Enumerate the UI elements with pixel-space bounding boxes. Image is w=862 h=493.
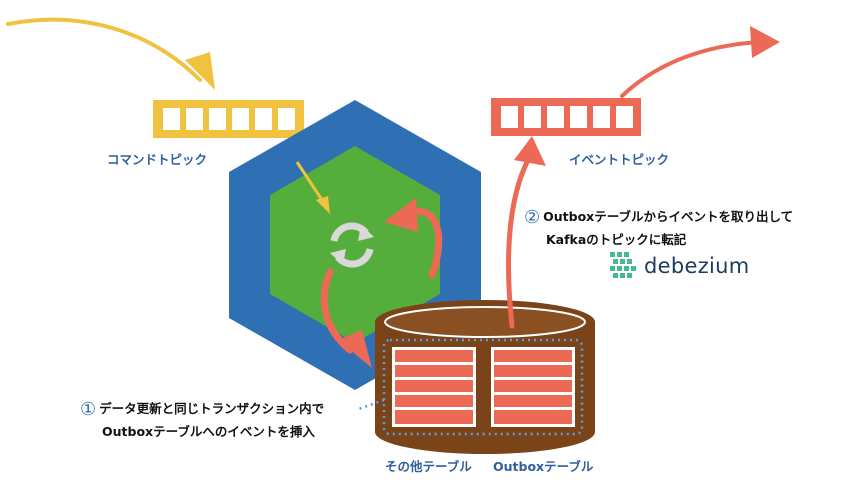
outbox-table xyxy=(491,347,575,427)
step1-connector xyxy=(355,398,385,412)
event-topic-label: イベントトピック xyxy=(569,152,670,167)
other-table xyxy=(392,347,476,427)
step2-number: ② xyxy=(524,207,541,228)
outbox-to-topic-arrow xyxy=(506,157,531,329)
debezium-logo-text: debezium xyxy=(644,254,750,278)
db-to-service-arrow xyxy=(406,207,443,279)
incoming-command-arrow xyxy=(6,17,202,82)
incoming-command-arrowhead xyxy=(185,52,215,90)
outbox-to-topic-arrowhead xyxy=(514,136,546,166)
outgoing-event-arrowhead xyxy=(750,26,780,58)
db-to-service-arrowhead xyxy=(384,198,418,232)
outbox-table-label: Outboxテーブル xyxy=(493,459,594,474)
other-tables-label: その他テーブル xyxy=(385,459,472,474)
step2-line2: Kafkaのトピックに転記 xyxy=(546,232,687,247)
step1-line1: データ更新と同じトランザクション内で xyxy=(99,401,325,416)
service-to-db-arrowhead xyxy=(338,330,372,368)
sync-icon xyxy=(330,222,374,268)
outgoing-event-arrow xyxy=(620,40,762,98)
event-topic-queue xyxy=(491,98,641,136)
step2-line1: Outboxテーブルからイベントを取り出して xyxy=(543,209,794,224)
command-topic-label: コマンドトピック xyxy=(107,152,208,167)
step1-number: ① xyxy=(80,399,97,420)
step1-line2: Outboxテーブルへのイベントを挿入 xyxy=(102,424,315,439)
transaction-boundary xyxy=(382,338,584,436)
command-consume-arrowhead xyxy=(316,196,330,214)
command-consume-arrow xyxy=(295,161,324,201)
command-topic-queue xyxy=(153,100,304,138)
debezium-logo: debezium xyxy=(610,252,750,280)
service-hexagon-inner xyxy=(270,146,440,343)
debezium-logo-icon xyxy=(610,252,636,278)
